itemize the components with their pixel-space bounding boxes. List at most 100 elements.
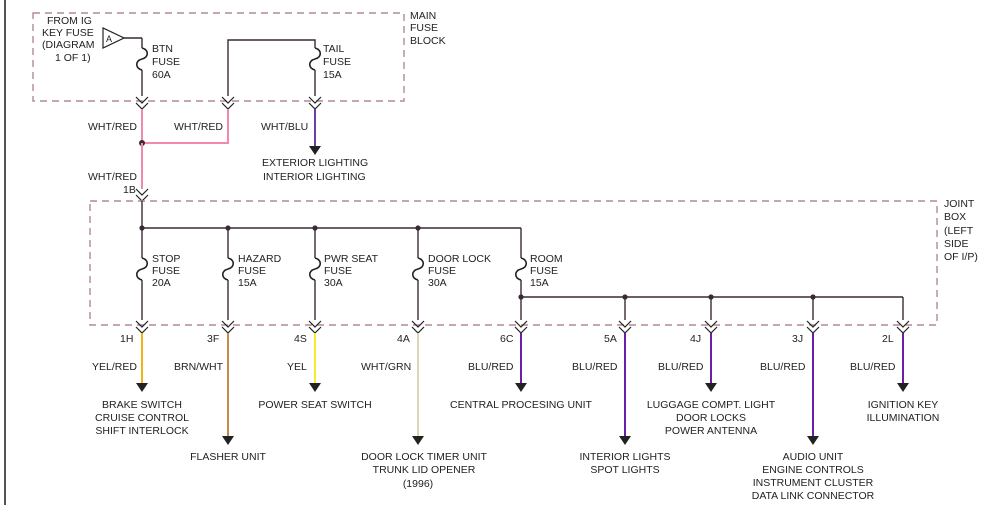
wire-label-blu-red-4j: BLU/RED [658,361,704,373]
btn-fuse-icon [135,47,149,71]
fuse-pwr-seat-word: FUSE [324,265,352,277]
dest-interior-lighting: INTERIOR LIGHTING [263,171,366,183]
dest-interior-lights: INTERIOR LIGHTS [579,451,670,463]
fuse-door-lock-rating: 30A [428,277,447,289]
dest-trunk-lid-opener: TRUNK LID OPENER [373,464,476,476]
wire-label-yel-red: YEL/RED [92,361,137,373]
arrow-power-seat-icon [309,383,321,392]
connector-4s [308,320,322,334]
tail-fuse-rating: 15A [323,69,342,81]
fuse-stop [135,228,149,320]
wire-label-brn-wht: BRN/WHT [174,361,224,373]
pin-label-1b: 1B [123,184,136,196]
main-fuse-block-box [32,12,405,102]
connector-3f [221,320,235,334]
btn-fuse-rating: 60A [152,69,171,81]
wire-label-wht-red-left: WHT/RED [88,121,137,133]
fuse-stop-name: STOP [152,253,180,265]
fuse-room [514,228,528,320]
wire-label-wht-red-feed: WHT/RED [88,171,137,183]
fuse-hazard-name: HAZARD [238,253,282,265]
fuse-hazard [221,228,235,320]
main-fuse-block-label-1: MAIN [410,10,436,22]
arrow-luggage-light-icon [705,383,717,392]
fuse-hazard-rating: 15A [238,277,257,289]
dest-ignition-key: IGNITION KEY [868,399,939,411]
wire-label-wht-red-middle: WHT/RED [174,121,223,133]
wire-label-blu-red-2l: BLU/RED [850,361,896,373]
dest-data-link-connector: DATA LINK CONNECTOR [752,490,875,502]
wire-label-blu-red-6c: BLU/RED [468,361,514,373]
tail-fuse-word: FUSE [323,56,351,68]
dest-model-year: (1996) [403,478,433,490]
joint-box-label-2: BOX [944,211,966,223]
arrow-interior-lights-icon [619,436,631,445]
dest-cruise-control: CRUISE CONTROL [95,412,189,424]
joint-box-label-1: JOINT [944,198,975,210]
fuse-pwr-seat [308,228,322,320]
connector-ref-marker-icon [102,27,126,49]
main-fuse-block-label-2: FUSE [410,22,438,34]
dest-spot-lights: SPOT LIGHTS [590,464,659,476]
dest-door-lock-timer-unit: DOOR LOCK TIMER UNIT [361,451,487,463]
fuse-room-word: FUSE [530,265,558,277]
fuse-door-lock-word: FUSE [428,265,456,277]
wire-label-blu-red-5a: BLU/RED [572,361,618,373]
tail-fuse-icon [308,47,322,71]
source-label-3: (DIAGRAM [42,39,95,51]
dest-exterior-lighting: EXTERIOR LIGHTING [262,157,368,169]
pin-label-4s: 4S [294,333,307,345]
fuse-room-rating: 15A [530,277,549,289]
arrow-flasher-unit-icon [222,436,234,445]
main-block-connector-mid [221,96,235,110]
dest-power-antenna: POWER ANTENNA [665,425,757,437]
dest-engine-controls: ENGINE CONTROLS [762,464,864,476]
dest-flasher-unit: FLASHER UNIT [190,451,266,463]
dest-instrument-cluster: INSTRUMENT CLUSTER [753,477,874,489]
dest-illumination: ILLUMINATION [867,412,940,424]
dest-luggage-compt-light: LUGGAGE COMPT. LIGHT [647,399,776,411]
pin-label-4a: 4A [397,333,410,345]
room-bus-node-6c [518,294,524,300]
fuse-room-name: ROOM [530,253,563,265]
connector-4a [411,320,425,334]
pin-label-4j: 4J [690,333,701,345]
wire-label-wht-grn: WHT/GRN [361,361,411,373]
main-fuse-block-label-3: BLOCK [410,35,446,47]
joint-box-label-4: SIDE [944,238,969,250]
arrow-audio-unit-icon [807,436,819,445]
arrow-ignition-key-icon [897,383,909,392]
joint-box-label-3: (LEFT [944,225,974,237]
wire-wht-red-middle [142,109,229,144]
main-block-connector-btn [135,96,149,110]
source-label-1: FROM IG [47,15,92,27]
arrow-door-lock-timer-icon [412,436,424,445]
connector-4j [704,320,718,334]
joint-box-connector-1b [135,188,149,202]
dest-brake-switch: BRAKE SWITCH [102,399,182,411]
wire-label-yel: YEL [287,361,307,373]
fuse-pwr-seat-rating: 30A [324,277,343,289]
dest-central-processing-unit: CENTRAL PROCESING UNIT [450,399,593,411]
btn-fuse-name: BTN [152,43,173,55]
connector-1h [135,320,149,334]
fuse-stop-word: FUSE [152,265,180,277]
arrow-exterior-lighting-icon [309,146,321,155]
pin-label-3f: 3F [207,333,219,345]
fuse-hazard-word: FUSE [238,265,266,277]
dest-door-locks: DOOR LOCKS [676,412,746,424]
fuse-door-lock [411,228,425,320]
pin-label-6c: 6C [500,333,514,345]
arrow-cpu-icon [515,383,527,392]
pin-label-5a: 5A [604,333,617,345]
pin-label-1h: 1H [120,333,133,345]
wire-label-wht-blu: WHT/BLU [261,121,308,133]
wire-label-blu-red-3j: BLU/RED [760,361,806,373]
pin-label-3j: 3J [792,333,803,345]
main-block-connector-tail [308,96,322,110]
tail-fuse-feed-wire [227,39,316,96]
connector-2l [896,320,910,334]
fuse-pwr-seat-name: PWR SEAT [324,253,379,265]
connector-3j [806,320,820,334]
